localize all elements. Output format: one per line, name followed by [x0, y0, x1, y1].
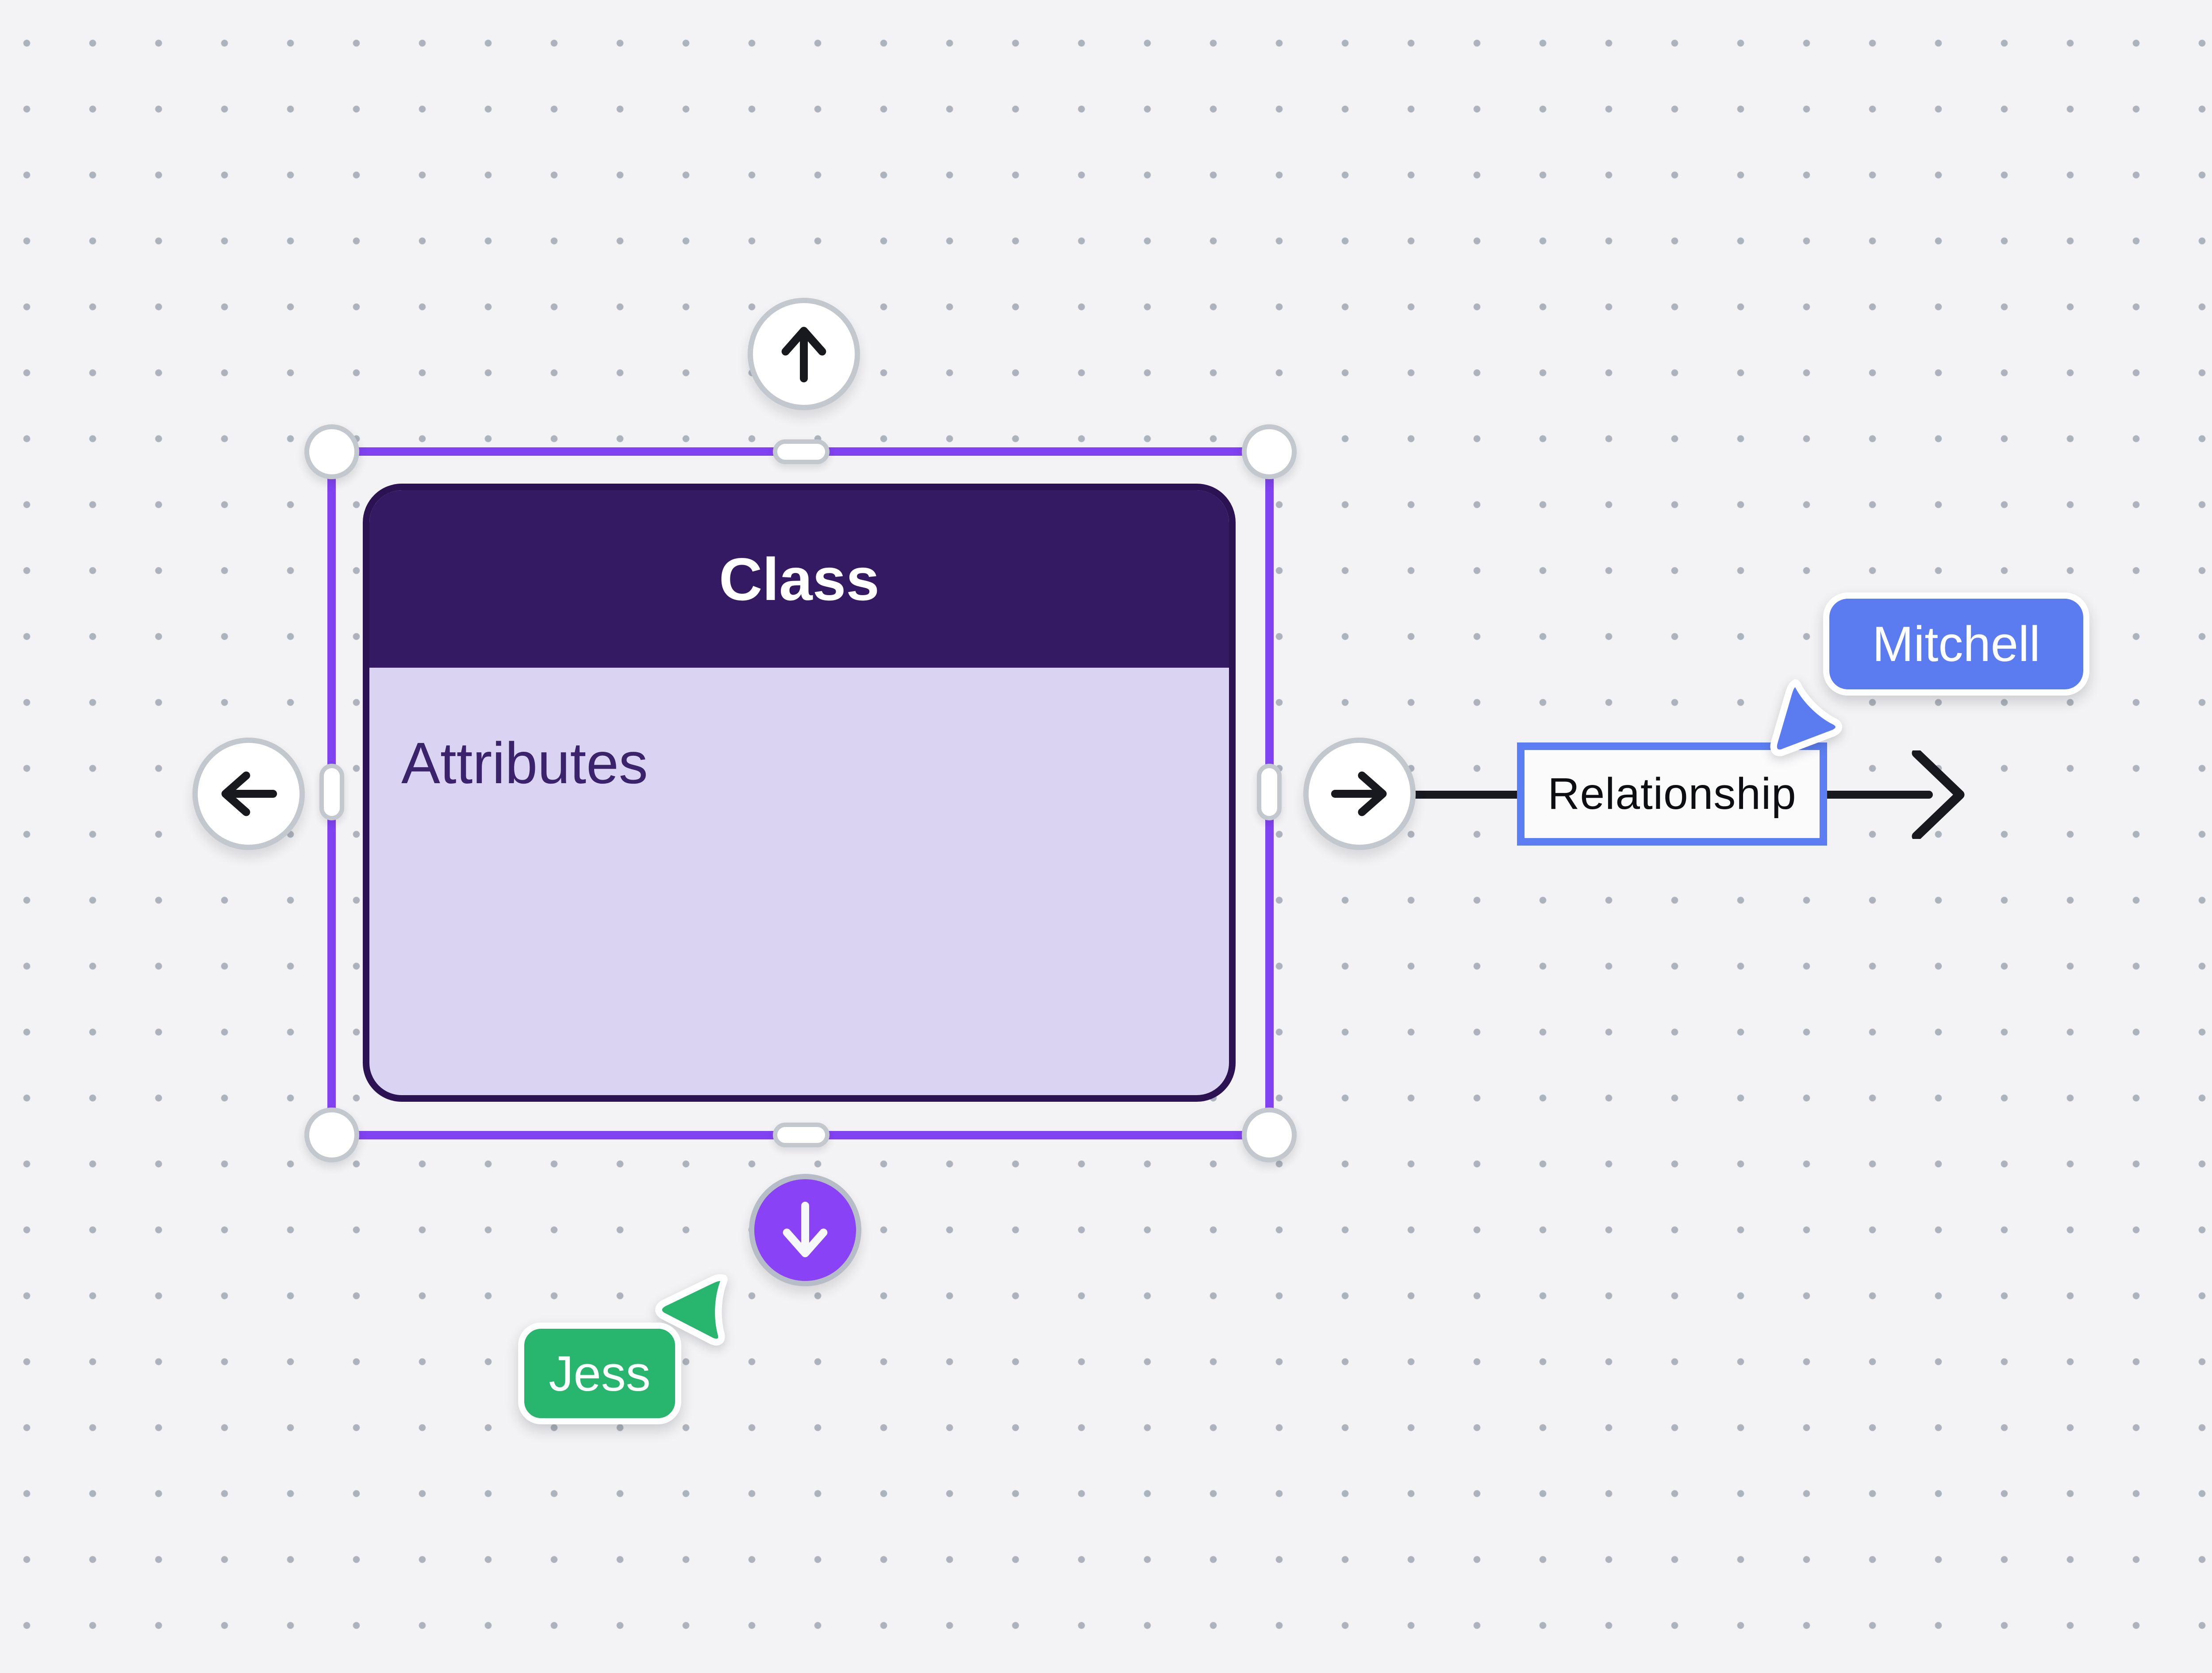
resize-handle-top[interactable]: [773, 439, 830, 464]
connector-label-box[interactable]: Relationship: [1517, 742, 1827, 846]
arrow-right-icon: [1331, 771, 1387, 816]
class-shape-header[interactable]: Class: [369, 490, 1229, 668]
arrow-up-icon: [781, 327, 826, 383]
mitchell-cursor-pointer-icon: [1770, 679, 1843, 757]
arrow-left-icon: [221, 771, 277, 816]
class-title: Class: [719, 545, 879, 613]
resize-handle-bottom[interactable]: [773, 1123, 830, 1147]
add-connection-up-button[interactable]: [748, 298, 860, 410]
collaborator-name: Jess: [549, 1346, 651, 1401]
jess-cursor-pointer-icon: [655, 1274, 728, 1346]
resize-handle-right[interactable]: [1257, 764, 1282, 820]
add-connection-left-button[interactable]: [192, 738, 305, 850]
arrowhead-icon: [1912, 750, 1965, 839]
resize-handle-top-left[interactable]: [304, 424, 359, 479]
resize-handle-top-right[interactable]: [1242, 424, 1297, 479]
collaborator-name: Mitchell: [1872, 616, 2040, 672]
class-shape-body[interactable]: Attributes: [369, 668, 1229, 1095]
arrow-down-icon: [783, 1201, 828, 1258]
connector-label-text: Relationship: [1548, 769, 1797, 819]
collaborator-label-jess: Jess: [518, 1323, 681, 1424]
add-connection-right-button[interactable]: [1303, 738, 1416, 850]
add-connection-down-button[interactable]: [749, 1174, 861, 1286]
resize-handle-bottom-right[interactable]: [1242, 1108, 1297, 1162]
resize-handle-left[interactable]: [319, 764, 344, 820]
resize-handle-bottom-left[interactable]: [304, 1108, 359, 1162]
class-shape[interactable]: Class Attributes: [363, 484, 1236, 1102]
collaborator-label-mitchell: Mitchell: [1823, 592, 2089, 696]
attributes-label: Attributes: [401, 731, 648, 796]
